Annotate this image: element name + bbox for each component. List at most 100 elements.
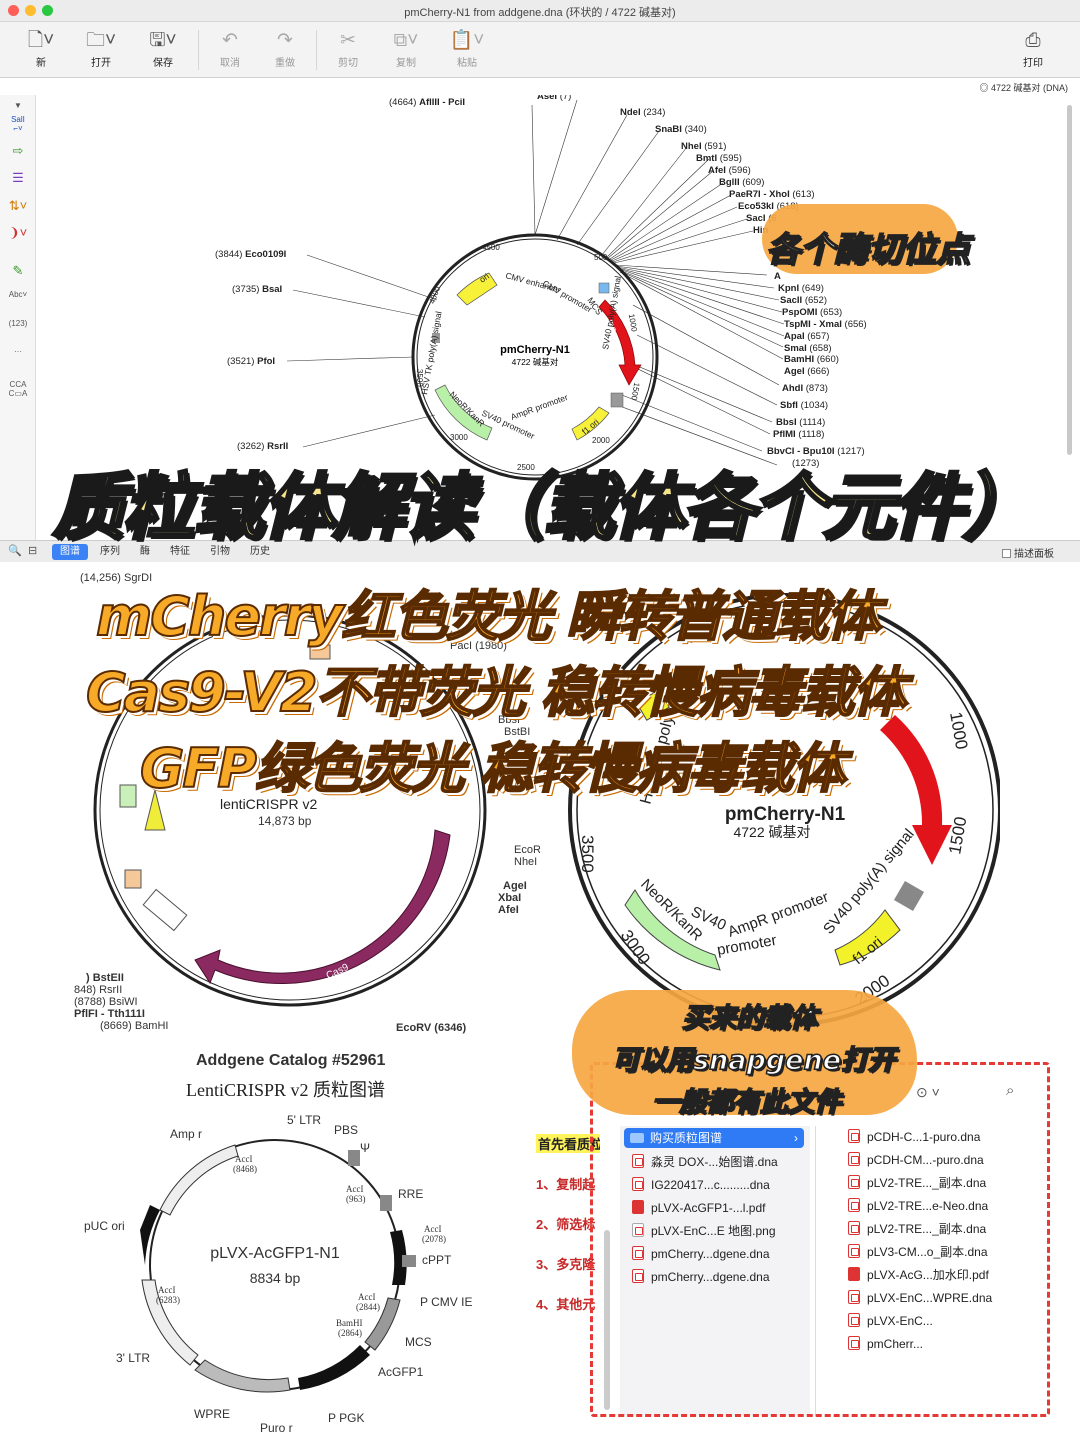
close-window-button[interactable]: [8, 5, 19, 16]
description-panel-toggle[interactable]: 描述面板: [1002, 545, 1054, 560]
file-item[interactable]: pLV2-TRE..._副本.dna: [848, 1172, 1038, 1195]
finder-scrollbar[interactable]: [604, 1230, 610, 1410]
svg-text:AmpR promoter: AmpR promoter: [509, 392, 569, 422]
file-item[interactable]: 淼灵 DOX-...始图谱.dna: [632, 1151, 807, 1174]
new-button[interactable]: 🗋˅新: [16, 28, 66, 69]
step-item: 3、多克隆: [536, 1257, 596, 1272]
enzyme-label[interactable]: KpnI (649): [778, 283, 824, 294]
file-item[interactable]: pCDH-CM...-puro.dna: [848, 1149, 1038, 1172]
file-item[interactable]: pLVX-AcGFP1-...l.pdf: [632, 1197, 807, 1220]
column-divider[interactable]: [815, 1126, 816, 1416]
enzyme-label[interactable]: AhdI (873): [782, 383, 828, 394]
enzyme-label[interactable]: SacII (652): [780, 295, 828, 306]
tab-map[interactable]: 图谱: [52, 544, 88, 560]
vertical-scrollbar[interactable]: [1067, 105, 1072, 455]
enzyme-label[interactable]: (1273): [792, 458, 820, 469]
file-item[interactable]: pmCherry...dgene.dna: [632, 1266, 807, 1289]
file-item[interactable]: pmCherry...dgene.dna: [632, 1243, 807, 1266]
undo-icon: ↶: [222, 30, 238, 51]
svg-text:(8468): (8468): [233, 1164, 257, 1174]
dna-file-icon: [848, 1198, 860, 1212]
search-icon[interactable]: ⌕: [1006, 1082, 1015, 1099]
paste-button[interactable]: 📋˅粘贴: [442, 28, 492, 69]
file-item[interactable]: pLV2-TRE...e-Neo.dna: [848, 1195, 1038, 1218]
tab-enzymes[interactable]: 酶: [140, 546, 150, 557]
enzyme-label[interactable]: SbfI (1034): [780, 400, 829, 411]
redo-button[interactable]: ↷重做: [260, 28, 310, 69]
search-icon[interactable]: 🔍: [8, 545, 22, 557]
enzyme-label[interactable]: AseI (7): [537, 95, 572, 102]
enzyme-label[interactable]: PaeR7I - XhoI (613): [729, 189, 815, 200]
enzyme-label[interactable]: A: [774, 271, 781, 282]
svg-text:Cas9: Cas9: [325, 962, 351, 982]
enzyme-label[interactable]: (3844) Eco0109I: [215, 249, 287, 260]
tab-history[interactable]: 历史: [250, 546, 270, 557]
zoom-window-button[interactable]: [42, 5, 53, 16]
numbers-tool[interactable]: (123): [8, 319, 28, 328]
undo-button[interactable]: ↶取消: [205, 28, 255, 69]
svg-text:AfeI: AfeI: [498, 904, 519, 916]
svg-text:3000: 3000: [617, 926, 654, 968]
curve-tool[interactable]: ❩˅: [8, 225, 28, 240]
enzyme-label[interactable]: SmaI (658): [784, 343, 832, 354]
dots-tool[interactable]: ···: [14, 347, 22, 356]
file-item[interactable]: pLV2-TRE..._副本.dna: [848, 1218, 1038, 1241]
file-item[interactable]: pLV3-CM...o_副本.dna: [848, 1241, 1038, 1264]
lines-tool[interactable]: ☰: [12, 170, 24, 185]
open-button[interactable]: 🗀˅打开: [76, 28, 126, 69]
feature-arrow-tool[interactable]: ⇨: [12, 143, 24, 158]
copy-button[interactable]: ⧉˅复制: [381, 28, 431, 69]
enzyme-label[interactable]: Hin: [753, 225, 769, 236]
enzyme-label[interactable]: (3521) PfoI: [227, 356, 276, 367]
minimize-window-button[interactable]: [25, 5, 36, 16]
cut-button[interactable]: ✂剪切: [323, 28, 373, 69]
enzyme-label[interactable]: TspMI - XmaI (656): [784, 319, 867, 330]
enzyme-label[interactable]: NheI (591): [681, 141, 727, 152]
enzyme-sites-caption: 各个酶切位点: [765, 229, 971, 271]
tab-features[interactable]: 特征: [170, 546, 190, 557]
subtitle-mcherry: mCherry红色荧光 瞬转普通载体: [95, 584, 881, 649]
more-options-icon[interactable]: ⊙ ˅: [916, 1084, 940, 1100]
save-button[interactable]: 🖫˅保存: [138, 28, 188, 69]
tab-primers[interactable]: 引物: [210, 546, 230, 557]
file-item[interactable]: pLVX-AcG...加水印.pdf: [848, 1264, 1038, 1287]
pen-tool[interactable]: ✎: [12, 263, 24, 278]
enzyme-label[interactable]: BmtI (595): [696, 153, 742, 164]
panel-icon[interactable]: ⊟: [28, 545, 38, 557]
enzyme-label[interactable]: BbsI (1114): [776, 417, 826, 428]
file-item[interactable]: pLVX-EnC...E 地图.png: [632, 1220, 807, 1243]
enzyme-label[interactable]: PflMI (1118): [773, 429, 825, 440]
file-item[interactable]: IG220417...c.........dna: [632, 1174, 807, 1197]
file-item[interactable]: pLVX-EnC...: [848, 1310, 1038, 1333]
print-button[interactable]: ⎙打印: [1008, 28, 1058, 69]
collapse-icon[interactable]: ▼: [14, 101, 22, 110]
enzyme-label[interactable]: AgeI (666): [784, 366, 830, 377]
finder-file-list-left: 淼灵 DOX-...始图谱.dna IG220417...c.........d…: [632, 1151, 807, 1289]
file-item[interactable]: pmCherr...: [848, 1333, 1038, 1356]
enzyme-label[interactable]: PspOMI (653): [782, 307, 843, 318]
enzyme-tool[interactable]: Sal​I ⌐˅: [11, 115, 25, 133]
finder-folder-selected[interactable]: 购买质粒图谱›: [624, 1128, 804, 1148]
enzyme-label[interactable]: SnaBI (340): [655, 124, 707, 135]
enzyme-label[interactable]: (3262) RsrII: [237, 441, 289, 452]
enzyme-label[interactable]: BbvCI - Bpu10I (1217): [767, 446, 865, 457]
enzyme-label[interactable]: (4664) AflIII - PciI: [389, 97, 466, 108]
file-item[interactable]: pCDH-C...1-puro.dna: [848, 1126, 1038, 1149]
svg-text:pUC ori: pUC ori: [84, 1219, 125, 1233]
enzyme-label[interactable]: BamHI (660): [784, 354, 839, 365]
enzyme-label[interactable]: ApaI (657): [784, 331, 830, 342]
enzyme-label[interactable]: (3735) BsaI: [232, 284, 283, 295]
svg-text:AccI: AccI: [158, 1285, 176, 1295]
text-tool[interactable]: Abc˅: [8, 290, 28, 299]
pdf-file-icon: [632, 1200, 644, 1214]
file-item[interactable]: pLVX-EnC...WPRE.dna: [848, 1287, 1038, 1310]
enzyme-label[interactable]: AfeI (596): [708, 165, 751, 176]
arrows-tool[interactable]: ⇅˅: [8, 198, 28, 213]
enzyme-label[interactable]: NdeI (234): [620, 107, 666, 118]
svg-text:8834 bp: 8834 bp: [250, 1270, 301, 1286]
tab-sequence[interactable]: 序列: [100, 546, 120, 557]
enzyme-label[interactable]: BglII (609): [719, 177, 765, 188]
